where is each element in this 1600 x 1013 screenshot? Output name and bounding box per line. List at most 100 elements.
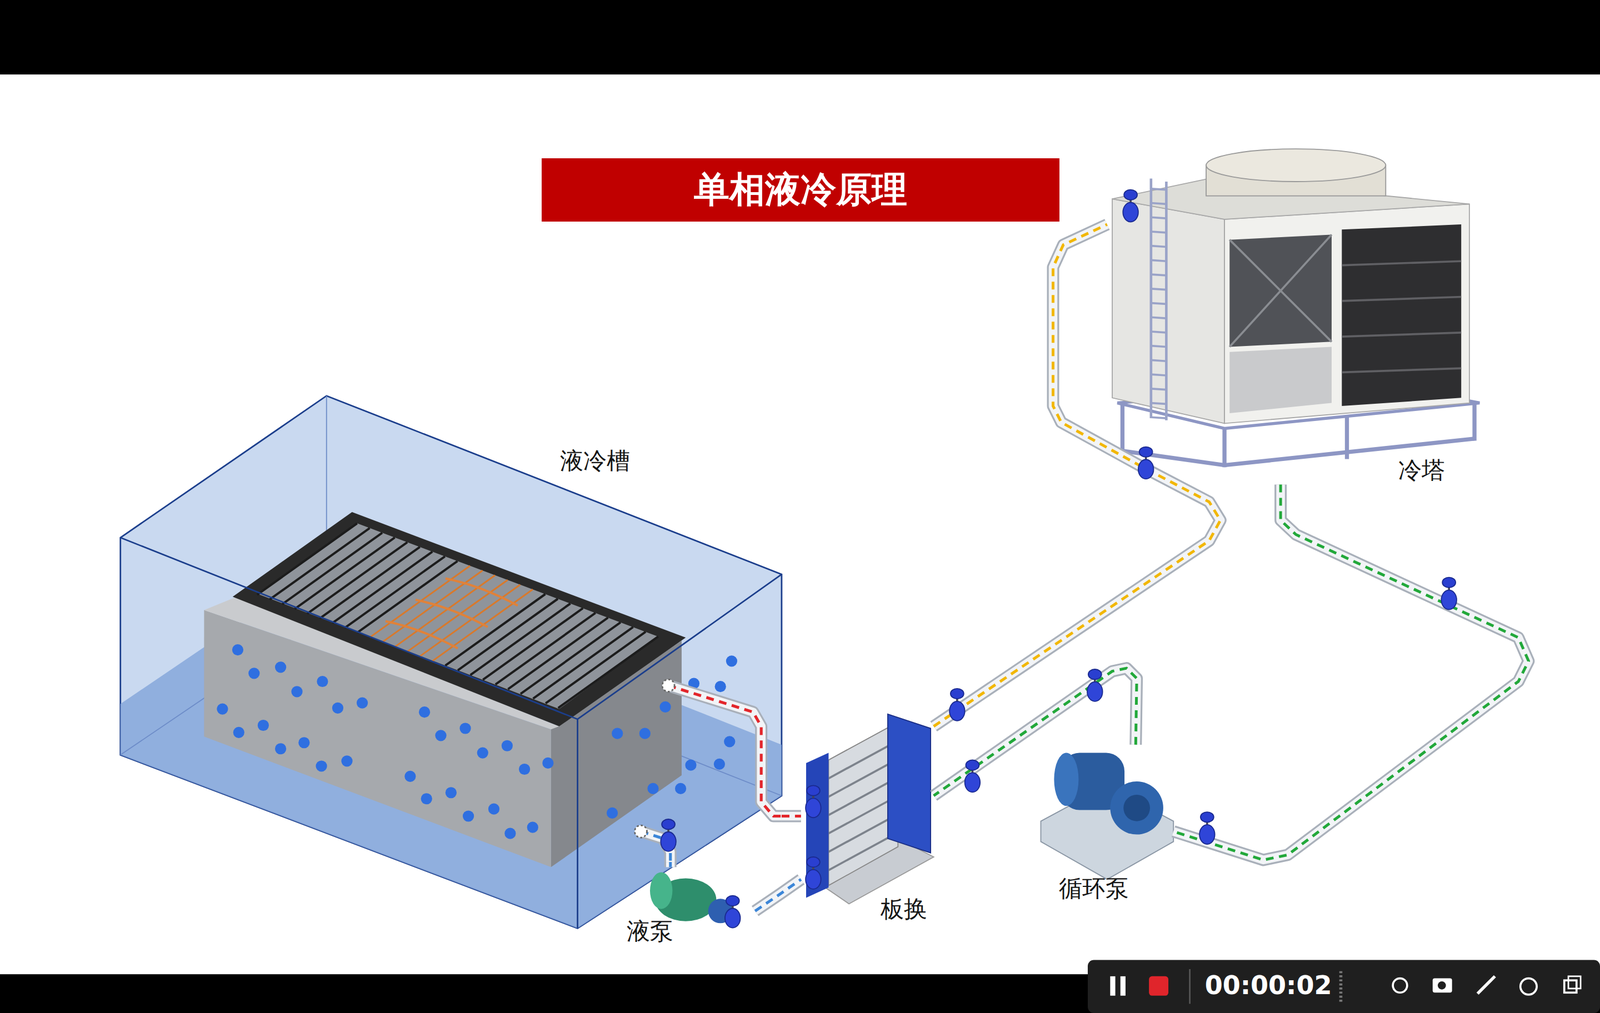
valve-handle	[726, 896, 740, 907]
server-slot	[495, 613, 596, 685]
coolant-bubble	[488, 803, 500, 815]
pipe-core	[666, 862, 675, 868]
ladder-rungs	[1151, 188, 1167, 419]
ladder-rung	[1151, 403, 1167, 405]
cooling-tower	[1112, 148, 1480, 468]
tower-side	[1112, 198, 1225, 424]
coolant-bubble	[685, 760, 697, 772]
liquid-pump: 液泵	[612, 867, 755, 949]
coolant-bubble	[715, 681, 727, 693]
valve-body	[725, 908, 741, 929]
component-label: 板换	[880, 893, 928, 925]
server-slot	[533, 627, 634, 699]
server-slot	[482, 608, 583, 680]
coolant-bubble	[275, 661, 287, 673]
coolant-pipe	[670, 862, 671, 868]
louver-line	[1341, 368, 1462, 373]
recording-timer: 00:00:02	[1205, 970, 1333, 1001]
ladder-rung	[1151, 260, 1167, 262]
coolant-bubble	[356, 697, 368, 709]
component-label: 液冷槽	[560, 445, 630, 477]
coolant-bubble	[504, 828, 516, 840]
valve-body	[1441, 590, 1457, 610]
toolbar-panel	[1087, 960, 1600, 1013]
server-slot	[395, 575, 495, 648]
tower-louver	[1341, 224, 1462, 407]
valve-body	[805, 870, 822, 890]
coolant-bubble	[257, 720, 269, 732]
pipe-shell	[781, 810, 802, 823]
server-slot	[382, 570, 483, 643]
pump-motor-end	[1053, 753, 1079, 807]
coolant-bubble	[639, 728, 651, 740]
valve-body	[1122, 202, 1139, 223]
valve-body	[1199, 825, 1215, 845]
coolant-bubble	[723, 736, 735, 748]
server-slot	[345, 556, 445, 629]
server-slot	[470, 603, 571, 676]
coolant-bubble	[459, 722, 471, 734]
louver-line	[1341, 261, 1462, 265]
pump-volute	[1110, 781, 1164, 835]
coolant-bubble	[726, 655, 738, 667]
tower-leg	[1222, 428, 1227, 468]
exchanger-end-plate	[806, 753, 829, 899]
pipe-shell	[755, 879, 802, 912]
pipe-shell	[668, 685, 782, 817]
server-slot	[269, 528, 370, 600]
server-slot	[357, 561, 458, 633]
valve-body	[965, 772, 981, 793]
server-slot	[420, 585, 520, 657]
immersion-tank: 液冷槽	[120, 396, 782, 863]
pipe-flow	[668, 685, 782, 817]
coolant-bubble	[316, 676, 328, 688]
coolant-bubble	[606, 807, 618, 819]
cooling-tube	[415, 600, 488, 628]
coolant-bubble	[435, 730, 447, 742]
ladder-rung	[1151, 246, 1167, 248]
tank-port	[634, 825, 647, 838]
server-slot	[307, 542, 408, 614]
pipe-core	[1173, 484, 1529, 860]
coolant-pipe	[755, 879, 802, 912]
pipe-core	[933, 224, 1221, 727]
server-slot	[282, 532, 383, 605]
ladder-rung	[1151, 217, 1167, 219]
pipe-flow	[1173, 484, 1529, 860]
circulation-pump: 循环泵	[1040, 745, 1174, 909]
valve-body	[949, 701, 965, 722]
ladder-rung	[1151, 303, 1167, 305]
coolant-bubble	[542, 757, 554, 769]
valve-handle	[950, 688, 964, 699]
coolant-bubble	[315, 760, 327, 772]
coolant-bubble	[418, 706, 430, 718]
component-label: 冷塔	[1398, 455, 1445, 487]
server-slot	[520, 622, 621, 695]
camera-icon	[1437, 981, 1447, 990]
valve-symbol	[805, 857, 822, 890]
hot-pipe-stub	[668, 685, 782, 817]
server-slot	[257, 523, 358, 595]
ladder-rail	[1150, 178, 1153, 419]
tank-glass	[120, 396, 782, 929]
ladder-rung	[1151, 331, 1167, 333]
pump-volute	[1123, 795, 1150, 822]
cooling-tower: 冷塔	[1107, 153, 1478, 485]
cooling-tube	[445, 578, 518, 606]
ladder-rung	[1151, 388, 1167, 390]
stop-icon	[1148, 976, 1169, 997]
valve-handle	[1123, 190, 1138, 200]
liquid-pump	[650, 872, 733, 924]
coolant-bubble	[341, 755, 353, 767]
pipe-core	[755, 879, 802, 912]
valve-handle	[806, 785, 820, 796]
ladder-rung	[1151, 288, 1167, 290]
louver-line	[1341, 297, 1462, 302]
valve-handle	[965, 760, 979, 770]
coolant-pipe	[933, 668, 1138, 797]
tower-basin	[1229, 347, 1332, 414]
valve-handle	[661, 819, 675, 830]
server-slot	[545, 632, 646, 704]
